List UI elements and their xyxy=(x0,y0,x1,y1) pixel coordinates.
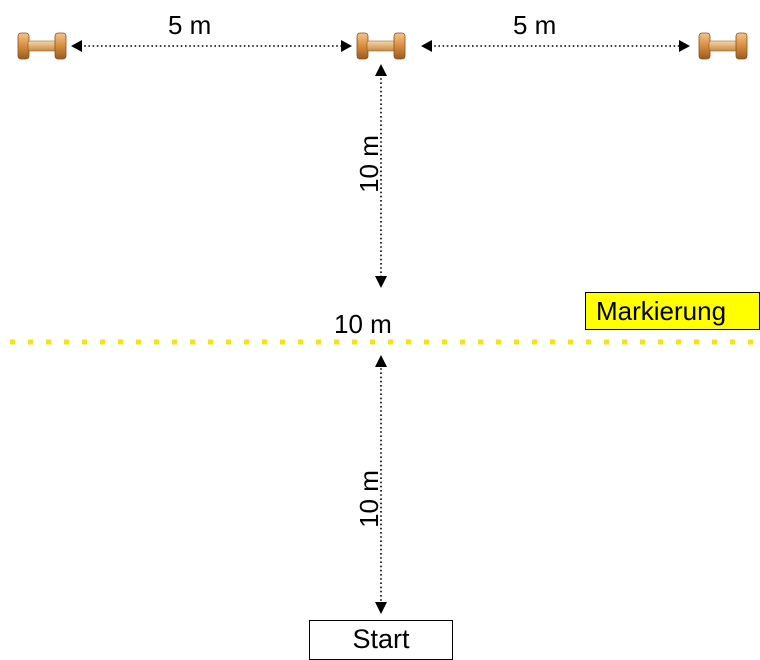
dumbbell-cone-icon xyxy=(356,32,406,60)
dumbbell-cone-icon xyxy=(17,32,67,60)
lower-vertical-distance-label: 10 m xyxy=(354,470,384,528)
upper-vertical-arrow xyxy=(375,64,387,288)
marker-line-label: Markierung xyxy=(585,292,760,330)
top-left-arrow xyxy=(71,40,352,52)
top-right-arrow xyxy=(421,40,690,52)
upper-vertical-distance-label: 10 m xyxy=(354,135,384,193)
line-distance-label: 10 m xyxy=(334,309,392,339)
top-left-distance-label: 5 m xyxy=(168,10,212,40)
top-right-distance-label: 5 m xyxy=(513,10,557,40)
start-box: Start xyxy=(309,620,453,660)
dumbbell-cone-icon xyxy=(698,32,748,60)
lower-vertical-arrow xyxy=(375,355,387,614)
